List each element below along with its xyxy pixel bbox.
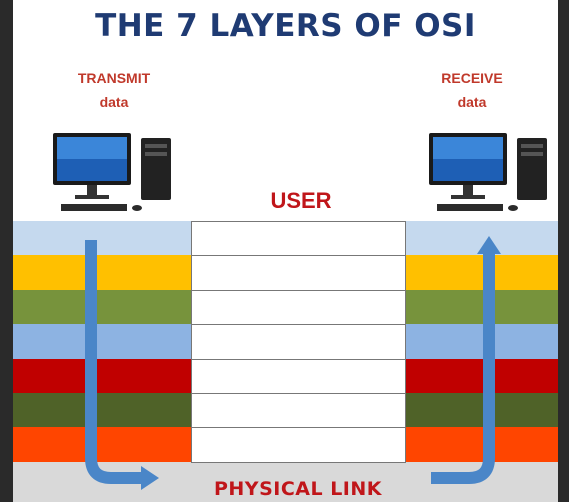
flow-arrows bbox=[85, 236, 501, 490]
layer-cell bbox=[192, 360, 405, 394]
receive-arrow-head bbox=[477, 236, 501, 254]
layer-cell bbox=[192, 222, 405, 257]
user-label: USER bbox=[270, 188, 332, 213]
receive-arrow bbox=[431, 252, 495, 484]
layer-cell bbox=[192, 325, 405, 360]
layer-stack bbox=[191, 221, 406, 463]
diagram-title: THE 7 LAYERS OF OSI bbox=[95, 8, 476, 44]
transmit-arrow-head bbox=[141, 466, 159, 490]
receive-label-line1: RECEIVE bbox=[441, 70, 503, 86]
transmit-arrow bbox=[85, 240, 143, 484]
physical-link-label: PHYSICAL LINK bbox=[213, 478, 382, 500]
layer-cell bbox=[192, 394, 405, 429]
layer-cell bbox=[192, 256, 405, 291]
layer-cell bbox=[192, 291, 405, 326]
transmit-label: TRANSMIT data bbox=[59, 66, 169, 114]
osi-diagram: THE 7 LAYERS OF OSI TRANSMIT data RECEIV… bbox=[13, 0, 558, 502]
transmit-label-line1: TRANSMIT bbox=[77, 70, 151, 86]
receive-label: RECEIVE data bbox=[417, 66, 527, 114]
computer-icon bbox=[53, 133, 171, 211]
computer-icon bbox=[429, 133, 547, 211]
transmit-label-line2: data bbox=[99, 94, 129, 110]
receive-label-line2: data bbox=[457, 94, 487, 110]
